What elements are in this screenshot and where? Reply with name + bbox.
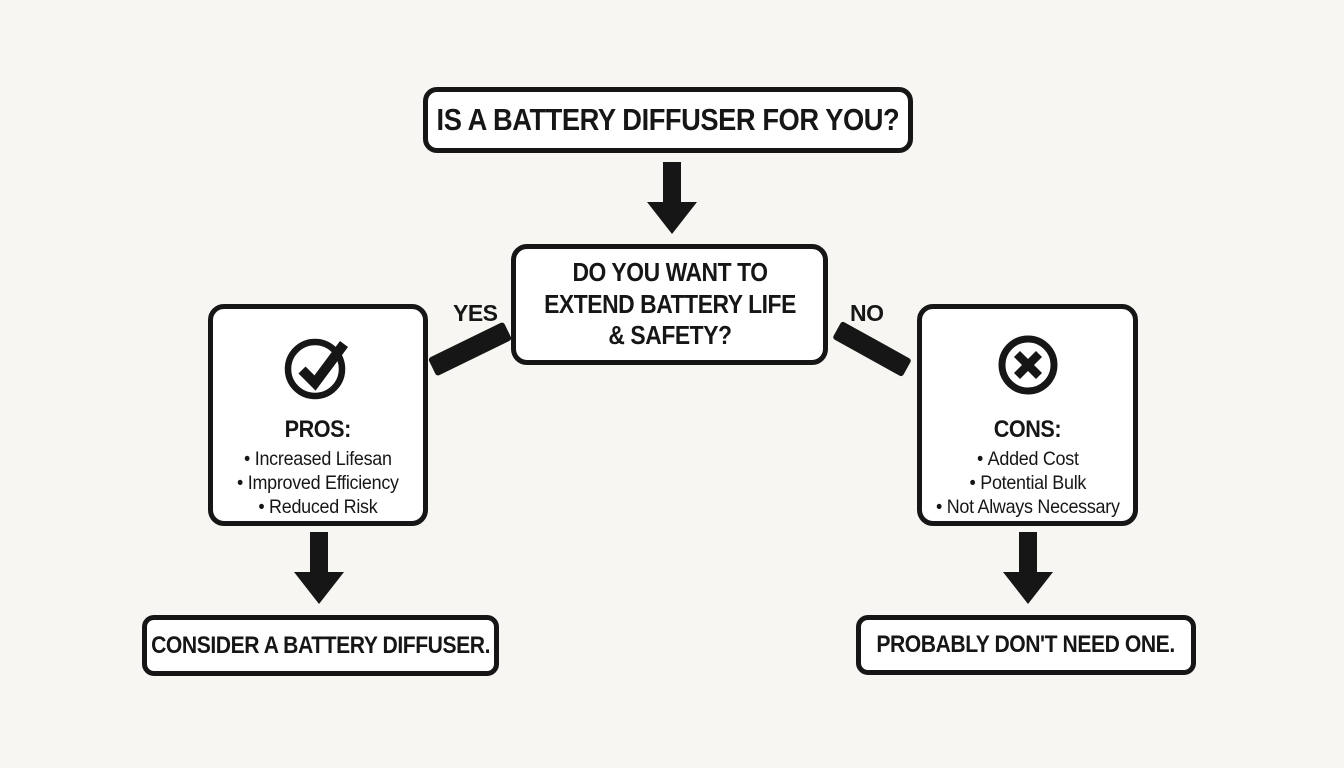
cons-card: CONS: Added CostPotential BulkNot Always… — [917, 304, 1138, 526]
list-item: Added Cost — [936, 448, 1120, 472]
outcome-yes-node: CONSIDER A BATTERY DIFFUSER. — [142, 615, 499, 676]
check-circle-icon — [281, 329, 355, 408]
branch-label-no: NO — [850, 300, 884, 326]
connector-yes — [427, 321, 513, 377]
list-item: Increased Lifesan — [237, 448, 399, 472]
decision-node-label: DO YOU WANT TO EXTEND BATTERY LIFE & SAF… — [543, 256, 796, 351]
pros-card: PROS: Increased LifesanImproved Efficien… — [208, 304, 428, 526]
connector-no — [832, 320, 912, 378]
decision-node: DO YOU WANT TO EXTEND BATTERY LIFE & SAF… — [511, 244, 828, 365]
cross-circle-icon — [991, 329, 1065, 408]
list-item: Not Always Necessary — [936, 496, 1119, 520]
arrow-down-icon — [646, 162, 698, 234]
branch-label-yes: YES — [453, 300, 498, 326]
start-node: IS A BATTERY DIFFUSER FOR YOU? — [423, 87, 913, 153]
start-node-label: IS A BATTERY DIFFUSER FOR YOU? — [436, 102, 900, 137]
arrow-down-icon — [293, 532, 345, 604]
cons-heading: CONS: — [993, 416, 1062, 443]
outcome-yes-label: CONSIDER A BATTERY DIFFUSER. — [151, 631, 490, 659]
outcome-no-node: PROBABLY DON'T NEED ONE. — [856, 615, 1196, 675]
list-item: Improved Efficiency — [237, 472, 399, 496]
pros-list: Increased LifesanImproved EfficiencyRedu… — [237, 448, 399, 519]
list-item: Reduced Risk — [237, 496, 399, 520]
arrow-down-icon — [1002, 532, 1054, 604]
outcome-no-label: PROBABLY DON'T NEED ONE. — [876, 631, 1176, 658]
cons-list: Added CostPotential BulkNot Always Neces… — [936, 448, 1120, 520]
list-item: Potential Bulk — [936, 472, 1120, 496]
pros-heading: PROS: — [284, 416, 352, 443]
